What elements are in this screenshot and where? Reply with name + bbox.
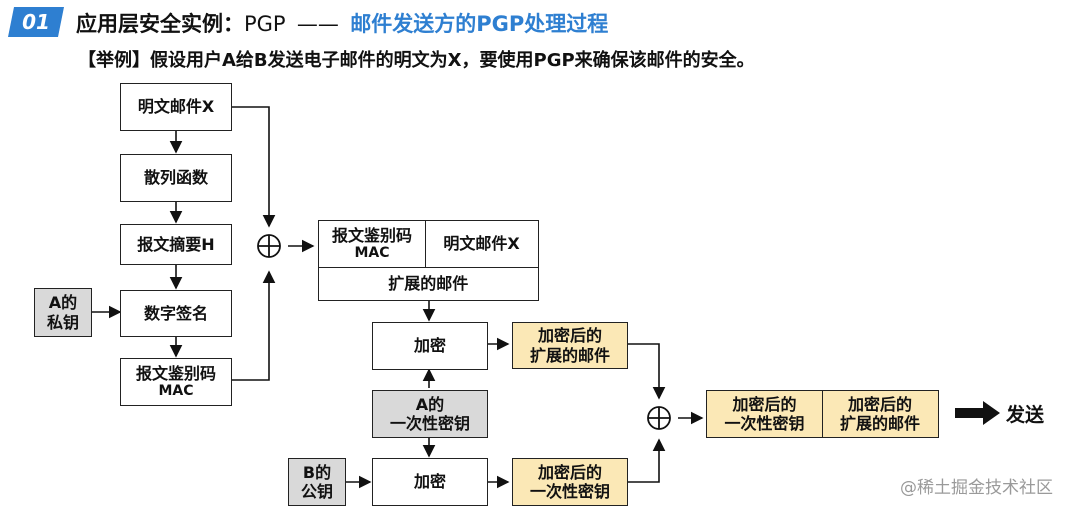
section-badge: 01 xyxy=(8,7,64,37)
b-public-key-line1: B的 xyxy=(302,462,332,482)
xor-symbol-1 xyxy=(257,234,281,258)
enc-key-line1: 加密后的 xyxy=(537,462,602,482)
one-time-key-box: A的一次性密钥 xyxy=(372,390,488,438)
final-encrypted-mail-cell: 加密后的扩展的邮件 xyxy=(821,390,939,438)
send-arrow-icon xyxy=(955,401,1000,425)
title-protocol: PGP xyxy=(244,12,286,36)
final-mail-line2: 扩展的邮件 xyxy=(839,414,920,433)
ext-mac-line2: MAC xyxy=(354,245,390,262)
title-separator: —— xyxy=(296,12,339,36)
hash-function-box: 散列函数 xyxy=(120,154,232,202)
encrypt-box-1: 加密 xyxy=(372,322,488,370)
title-main: 应用层安全实例： xyxy=(76,12,244,36)
extended-mail-label: 扩展的邮件 xyxy=(318,266,539,301)
title-subtitle: 邮件发送方的PGP处理过程 xyxy=(350,12,609,36)
message-digest-box: 报文摘要H xyxy=(120,224,232,265)
enc-ext-line1: 加密后的 xyxy=(537,326,602,346)
final-mail-line1: 加密后的 xyxy=(847,394,912,414)
a-private-key-line1: A的 xyxy=(48,293,78,313)
xor-symbol-2 xyxy=(647,406,671,430)
one-time-key-line1: A的 xyxy=(415,394,445,414)
line-enckey-to-xor2 xyxy=(628,438,666,483)
badge-shape xyxy=(8,7,64,37)
watermark: @稀土掘金技术社区 xyxy=(900,478,1053,498)
line-encext-to-xor2 xyxy=(628,343,666,400)
b-public-key-line2: 公钥 xyxy=(300,482,333,501)
send-label: 发送 xyxy=(1006,404,1045,426)
final-encrypted-key-cell: 加密后的一次性密钥 xyxy=(706,390,823,438)
final-key-line2: 一次性密钥 xyxy=(724,414,805,433)
b-public-key-box: B的公钥 xyxy=(288,458,346,506)
enc-key-line2: 一次性密钥 xyxy=(529,482,610,501)
mac-line2: MAC xyxy=(158,383,194,400)
final-key-line1: 加密后的 xyxy=(732,394,797,414)
encrypted-one-time-key-box: 加密后的一次性密钥 xyxy=(512,458,628,506)
example-text: 【举例】假设用户A给B发送电子邮件的明文为X，要使用PGP来确保该邮件的安全。 xyxy=(78,50,755,71)
plaintext-mail-box: 明文邮件X xyxy=(120,83,232,131)
encrypted-extended-mail-box: 加密后的扩展的邮件 xyxy=(512,322,628,369)
a-private-key-box: A的私钥 xyxy=(34,288,92,337)
one-time-key-line2: 一次性密钥 xyxy=(389,414,470,433)
extended-plaintext-cell: 明文邮件X xyxy=(424,220,539,268)
digital-signature-box: 数字签名 xyxy=(120,290,232,337)
enc-ext-line2: 扩展的邮件 xyxy=(529,345,610,365)
page-title: 应用层安全实例：PGP —— 邮件发送方的PGP处理过程 xyxy=(76,8,608,38)
ext-mac-line1: 报文鉴别码 xyxy=(331,226,412,245)
encrypt-box-2: 加密 xyxy=(372,458,488,506)
section-number: 01 xyxy=(22,10,50,34)
line-mac-to-xor1 xyxy=(232,270,276,381)
mac-line1: 报文鉴别码 xyxy=(135,364,216,383)
line-plain-to-xor1 xyxy=(232,106,276,228)
a-private-key-line2: 私钥 xyxy=(46,312,79,332)
